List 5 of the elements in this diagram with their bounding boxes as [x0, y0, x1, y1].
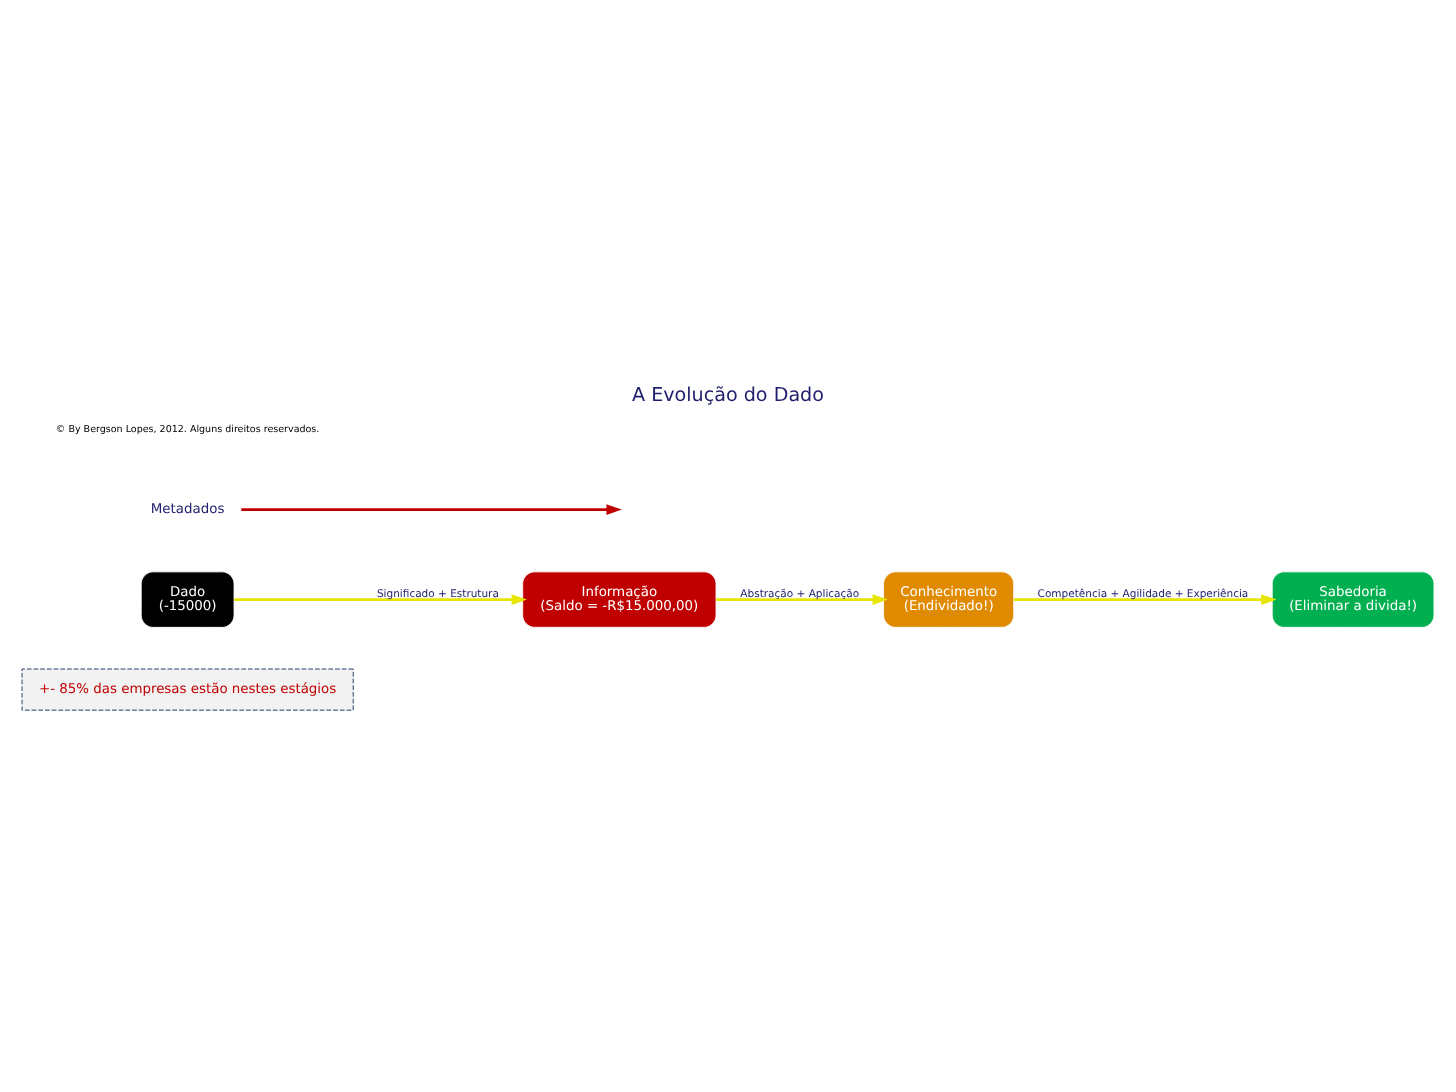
- arrow: [716, 594, 888, 605]
- arrow: [241, 504, 622, 515]
- arrow: [1013, 594, 1277, 605]
- diagram-title: A Evolução do Dado: [632, 384, 824, 407]
- arrow: [234, 594, 527, 605]
